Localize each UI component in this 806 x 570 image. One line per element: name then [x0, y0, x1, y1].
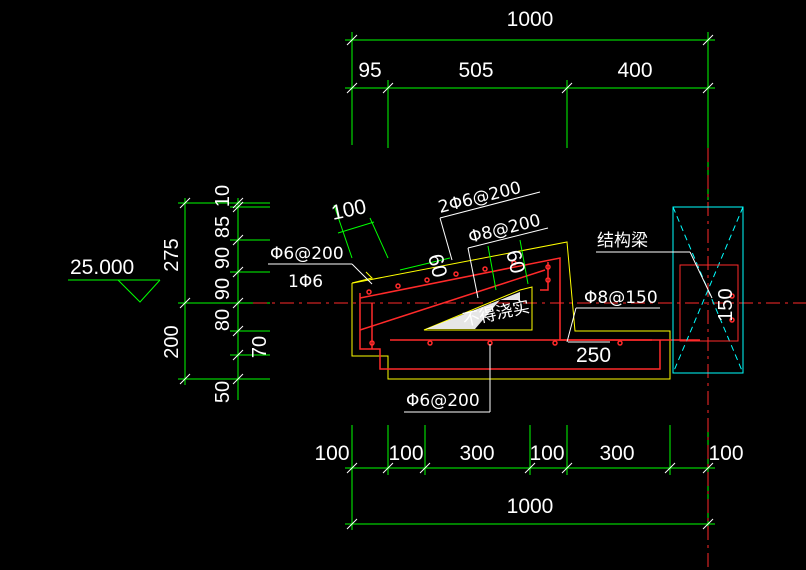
bottom-dimension-group: 100 100 300 100 300 100 1000 [314, 425, 744, 530]
label-phi6-200-top: Φ6@200 [270, 244, 344, 264]
dim-left-85: 85 [212, 216, 234, 238]
label-phi8-150: Φ8@150 [584, 288, 658, 308]
dim-left-70: 70 [249, 336, 271, 358]
label-phi6-200-bottom: Φ6@200 [406, 391, 480, 411]
label-150: 150 [715, 288, 737, 321]
dim-bottom-100b: 100 [388, 442, 423, 465]
left-dimension-group: 275 200 10 85 90 90 80 70 50 [161, 185, 271, 403]
dim-top-95: 95 [358, 59, 381, 82]
dim-left-90a: 90 [212, 247, 234, 269]
label-structural-beam: 结构梁 [597, 231, 648, 251]
label-1phi6: 1Φ6 [288, 272, 323, 292]
dim-left-275: 275 [161, 238, 183, 271]
label-250: 250 [576, 344, 611, 367]
label-60b: 60 [501, 248, 529, 276]
dim-bottom-300a: 300 [459, 442, 494, 465]
label-60a: 60 [423, 252, 451, 280]
dim-top-505: 505 [458, 59, 493, 82]
void-hatch [426, 292, 520, 329]
dim-left-200: 200 [161, 325, 183, 358]
dim-bottom-300b: 300 [599, 442, 634, 465]
elevation-marker: 25.000 [68, 256, 161, 303]
dim-bottom-100a: 100 [314, 442, 349, 465]
dim-top-total: 1000 [507, 8, 554, 31]
top-dimension-group: 1000 95 505 400 [345, 8, 715, 200]
dim-top-400: 400 [617, 59, 652, 82]
gutter-outline [351, 241, 671, 380]
dim-left-10: 10 [212, 185, 234, 207]
dim-bottom-100d: 100 [708, 442, 743, 465]
dim-bottom-100c: 100 [529, 442, 564, 465]
elevation-text: 25.000 [70, 256, 134, 279]
dim-left-50: 50 [212, 381, 234, 403]
dim-left-80: 80 [212, 309, 234, 331]
dim-left-90b: 90 [212, 278, 234, 300]
dim-bottom-total: 1000 [507, 495, 554, 518]
void-outline [423, 286, 533, 331]
rebar-group [359, 257, 735, 370]
